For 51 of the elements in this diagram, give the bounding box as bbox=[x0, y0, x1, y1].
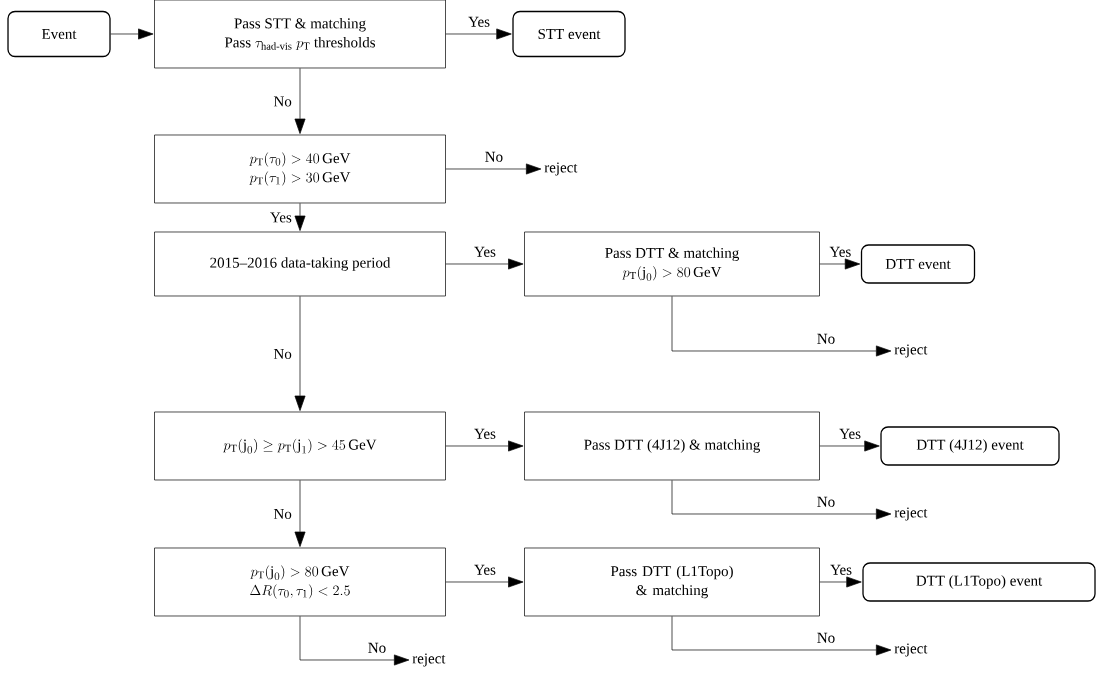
outcome-text: reject bbox=[894, 643, 928, 657]
decision-box: $p_{\text{T}}(\text{j}_0) \geq p_{\text{T}}(\text{j}_1) > 45\,\text{GeV}$ bbox=[154, 411, 446, 481]
arrow bbox=[294, 68, 306, 134]
arrow bbox=[299, 616, 410, 666]
outcome-text: reject bbox=[894, 344, 928, 358]
arrow bbox=[294, 296, 306, 411]
outcome-text: reject bbox=[412, 653, 446, 667]
arrow bbox=[294, 480, 306, 547]
edge-label: No bbox=[366, 641, 388, 654]
terminal-box: DTT event bbox=[860, 244, 976, 284]
edge-label: Yes bbox=[473, 427, 497, 440]
edge-label: Yes bbox=[473, 563, 497, 576]
edge-label: No bbox=[815, 332, 837, 345]
decision-box: Pass DTT & matching $p_{\text{T}}(\text{j}_0) > 80\,\text{GeV}$ bbox=[524, 231, 820, 297]
edge-label: No bbox=[272, 95, 293, 108]
decision-box: Pass DTT (L1Topo) & matching bbox=[524, 547, 820, 617]
edge-label: Yes bbox=[828, 245, 853, 258]
terminal-box: STT event bbox=[512, 10, 626, 58]
arrow bbox=[445, 28, 512, 40]
edge-label: Yes bbox=[467, 15, 491, 28]
arrow bbox=[819, 258, 861, 270]
decision-box: 2015–2016 data-taking period bbox=[154, 231, 446, 297]
arrow bbox=[819, 576, 862, 588]
edge-label: No bbox=[483, 150, 505, 163]
arrow bbox=[671, 616, 892, 656]
arrow bbox=[671, 296, 892, 357]
edge-label: No bbox=[272, 348, 293, 360]
edge-label: Yes bbox=[838, 427, 862, 440]
terminal-box: DTT (L1Topo) event bbox=[862, 562, 1096, 602]
arrow bbox=[445, 163, 542, 175]
arrow bbox=[294, 203, 306, 231]
outcome-text: reject bbox=[544, 162, 578, 176]
edge-label: Yes bbox=[269, 211, 293, 224]
edge-label: No bbox=[815, 631, 837, 644]
arrow bbox=[445, 440, 524, 452]
arrow bbox=[819, 440, 880, 452]
decision-box: Pass DTT (4J12) & matching bbox=[524, 411, 820, 481]
decision-box: Pass STT & matching $\text{Pass }\tau_{\text{had-vis}}\ p_{\text{T}}\text{ thresholds}$ bbox=[154, 0, 446, 69]
arrow bbox=[445, 258, 524, 270]
edge-label: Yes bbox=[473, 245, 497, 258]
arrow bbox=[445, 576, 524, 588]
arrow bbox=[671, 480, 892, 520]
terminal-box: Event bbox=[7, 10, 111, 58]
outcome-text: reject bbox=[894, 507, 928, 521]
arrow bbox=[110, 28, 154, 40]
edge-label: Yes bbox=[829, 563, 853, 576]
edge-label: No bbox=[272, 508, 293, 520]
decision-box: $p_{\text{T}}(\text{j}_0) > 80\,\text{GeV}$ $\Delta R(\tau_0, \tau_1) < 2.5$ bbox=[154, 547, 446, 617]
terminal-box: DTT (4J12) event bbox=[880, 426, 1060, 466]
decision-box: $p_{\text{T}}(\tau_0) > 40\,\text{GeV}$ $p_{\text{T}}(\tau_1) > 30\,\text{GeV}$ bbox=[154, 134, 446, 204]
edge-label: No bbox=[815, 495, 837, 508]
